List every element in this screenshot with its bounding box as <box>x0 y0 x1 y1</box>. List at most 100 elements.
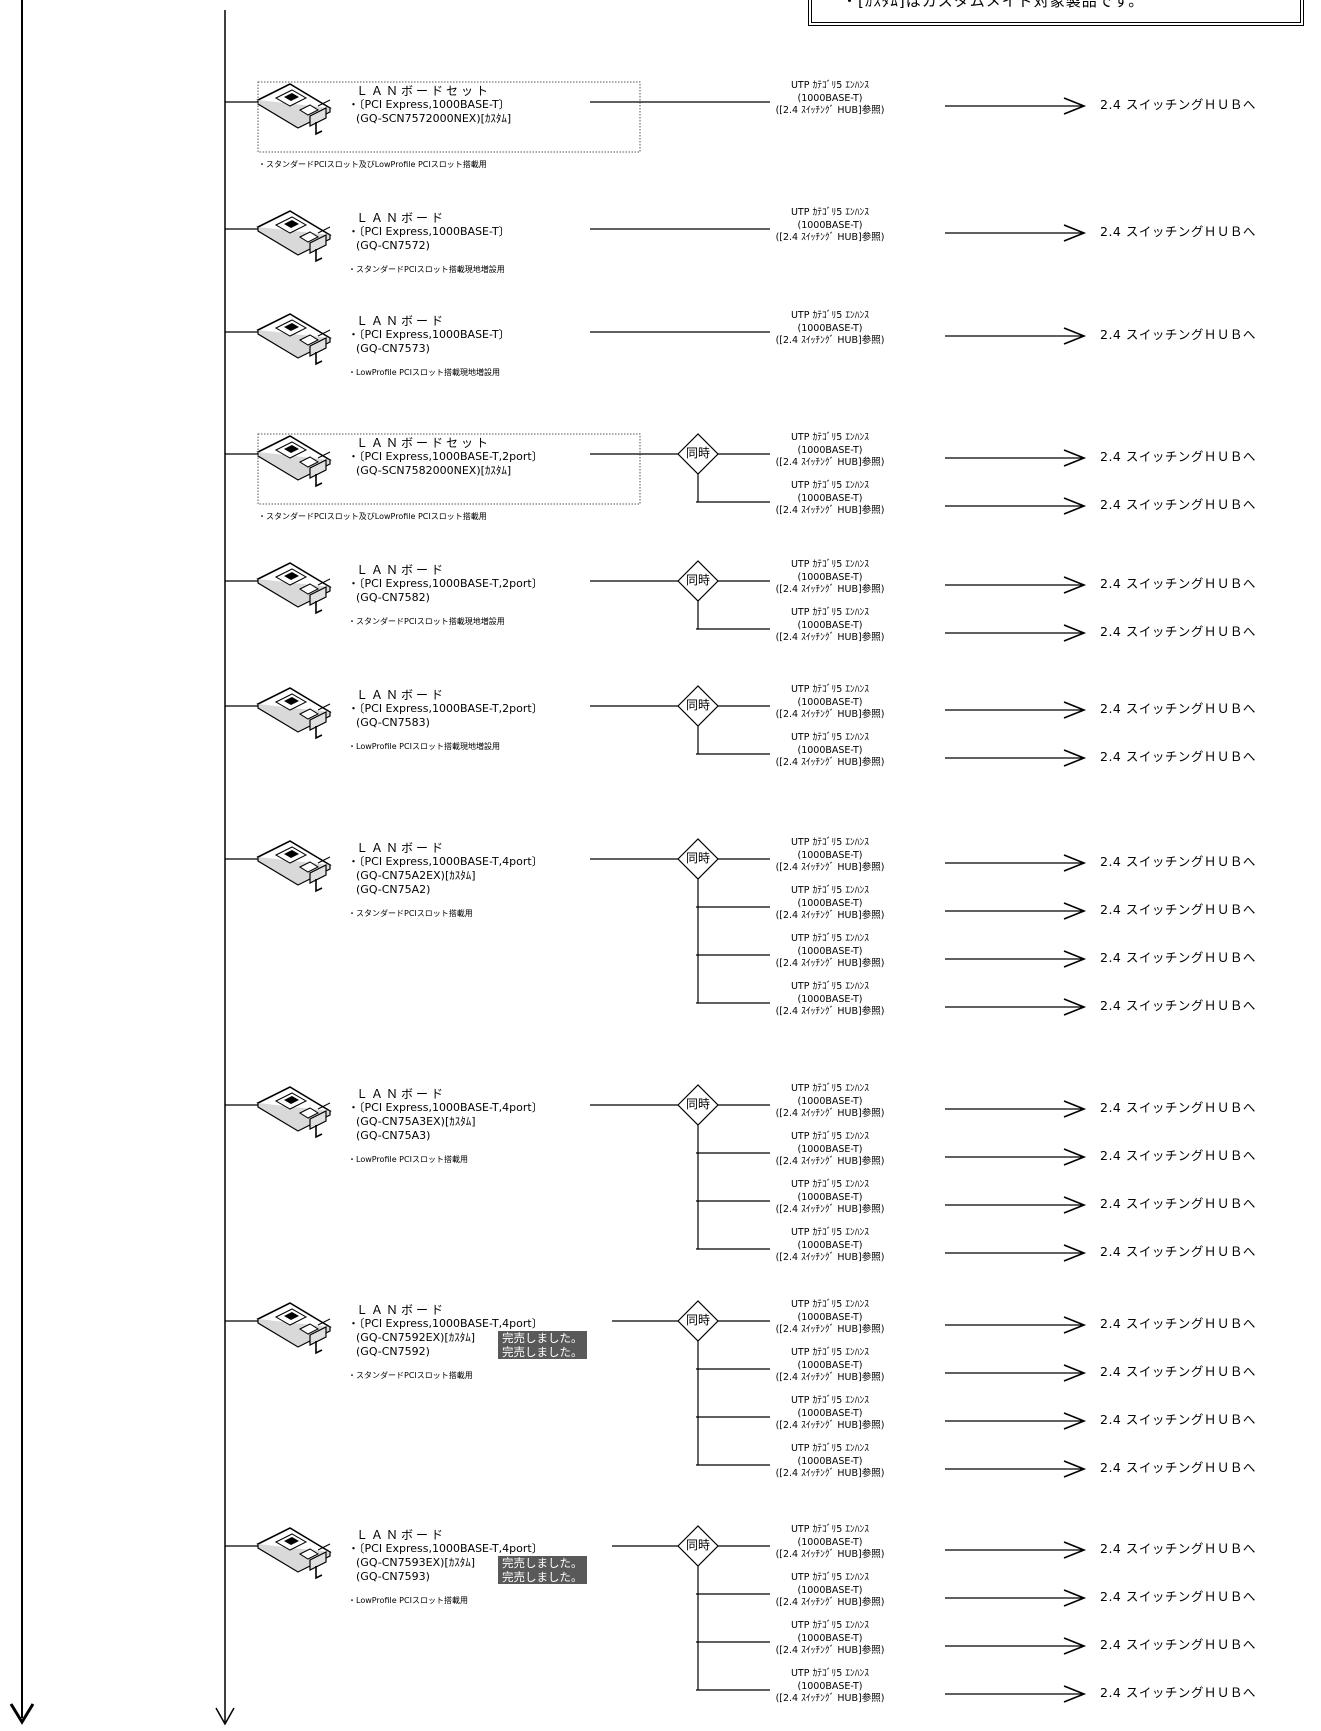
product-model: (GQ-CN7572) <box>356 239 430 252</box>
cable-spec-line2: (1000BASE-T) <box>797 1191 863 1203</box>
product-model: (GQ-CN7592) <box>356 1345 430 1358</box>
cable-spec-line1: UTP ｶﾃｺﾞﾘ5 ｴﾝﾊﾝｽ <box>790 80 870 91</box>
cable-spec-label: UTP ｶﾃｺﾞﾘ5 ｴﾝﾊﾝｽ(1000BASE-T)([2.4 ｽｲｯﾁﾝｸ… <box>750 207 910 245</box>
destination-label: 2.4 スイッチングＨＵＢへ <box>1100 1685 1256 1700</box>
lan-board-icon <box>256 1527 332 1580</box>
destination-label: 2.4 スイッチングＨＵＢへ <box>1100 1460 1256 1475</box>
cable-spec-line1: UTP ｶﾃｺﾞﾘ5 ｴﾝﾊﾝｽ <box>790 981 870 992</box>
cable-spec-line2: (1000BASE-T) <box>797 619 863 631</box>
custom-legend-text: ・[ｶｽﾀﾑ]はカスタムメイド対象製品です。 <box>842 0 1145 10</box>
slot-note: ・スタンダードPCIスロット搭載現地増設用 <box>348 617 505 626</box>
cable-spec-line1: UTP ｶﾃｺﾞﾘ5 ｴﾝﾊﾝｽ <box>790 310 870 321</box>
destination-arrowhead <box>1063 902 1087 920</box>
product-model: (GQ-CN7593) <box>356 1570 430 1583</box>
cable-spec-line2: (1000BASE-T) <box>797 1143 863 1155</box>
cable-spec-line3: ([2.4 ｽｲｯﾁﾝｸﾞ HUB]参照) <box>775 632 885 643</box>
cable-spec-line3: ([2.4 ｽｲｯﾁﾝｸﾞ HUB]参照) <box>775 1645 885 1656</box>
cable-spec-line3: ([2.4 ｽｲｯﾁﾝｸﾞ HUB]参照) <box>775 457 885 468</box>
destination-label: 2.4 スイッチングＨＵＢへ <box>1100 701 1256 716</box>
custom-set-dashed-box <box>257 433 641 505</box>
cable-spec-label: UTP ｶﾃｺﾞﾘ5 ｴﾝﾊﾝｽ(1000BASE-T)([2.4 ｽｲｯﾁﾝｸ… <box>750 1443 910 1481</box>
destination-label: 2.4 スイッチングＨＵＢへ <box>1100 1541 1256 1556</box>
cable-spec-label: UTP ｶﾃｺﾞﾘ5 ｴﾝﾊﾝｽ(1000BASE-T)([2.4 ｽｲｯﾁﾝｸ… <box>750 1524 910 1562</box>
destination-arrowhead <box>1063 1316 1087 1334</box>
cable-spec-line3: ([2.4 ｽｲｯﾁﾝｸﾞ HUB]参照) <box>775 1420 885 1431</box>
product-title: ＬＡＮボード <box>356 314 447 328</box>
product-spec: ・〔PCI Express,1000BASE-T,4port〕 <box>348 855 543 868</box>
cable-spec-line1: UTP ｶﾃｺﾞﾘ5 ｴﾝﾊﾝｽ <box>790 1668 870 1679</box>
cable-spec-line1: UTP ｶﾃｺﾞﾘ5 ｴﾝﾊﾝｽ <box>790 1131 870 1142</box>
cable-spec-line2: (1000BASE-T) <box>797 571 863 583</box>
cable-spec-line3: ([2.4 ｽｲｯﾁﾝｸﾞ HUB]参照) <box>775 910 885 921</box>
cable-spec-line3: ([2.4 ｽｲｯﾁﾝｸﾞ HUB]参照) <box>775 584 885 595</box>
cable-spec-line2: (1000BASE-T) <box>797 1311 863 1323</box>
lan-board-icon <box>256 210 332 263</box>
cable-spec-line3: ([2.4 ｽｲｯﾁﾝｸﾞ HUB]参照) <box>775 1693 885 1704</box>
product-model: (GQ-CN7583) <box>356 716 430 729</box>
cable-spec-label: UTP ｶﾃｺﾞﾘ5 ｴﾝﾊﾝｽ(1000BASE-T)([2.4 ｽｲｯﾁﾝｸ… <box>750 1395 910 1433</box>
cable-spec-line2: (1000BASE-T) <box>797 219 863 231</box>
cable-spec-line3: ([2.4 ｽｲｯﾁﾝｸﾞ HUB]参照) <box>775 1204 885 1215</box>
destination-label: 2.4 スイッチングＨＵＢへ <box>1100 1196 1256 1211</box>
cable-spec-label: UTP ｶﾃｺﾞﾘ5 ｴﾝﾊﾝｽ(1000BASE-T)([2.4 ｽｲｯﾁﾝｸ… <box>750 432 910 470</box>
lan-board-icon <box>256 840 332 893</box>
destination-label: 2.4 スイッチングＨＵＢへ <box>1100 1100 1256 1115</box>
destination-label: 2.4 スイッチングＨＵＢへ <box>1100 1364 1256 1379</box>
cable-spec-line2: (1000BASE-T) <box>797 444 863 456</box>
simultaneous-label: 同時 <box>686 1313 711 1327</box>
slot-note: ・スタンダードPCIスロット搭載用 <box>348 1371 473 1380</box>
main-trunk-arrow-left <box>9 1703 35 1725</box>
product-model: (GQ-CN75A2) <box>356 883 431 896</box>
cable-spec-line2: (1000BASE-T) <box>797 1095 863 1107</box>
cable-spec-line1: UTP ｶﾃｺﾞﾘ5 ｴﾝﾊﾝｽ <box>790 1395 870 1406</box>
destination-label: 2.4 スイッチングＨＵＢへ <box>1100 950 1256 965</box>
lan-board-icon <box>256 435 332 488</box>
simultaneous-label: 同時 <box>686 851 711 865</box>
destination-arrowhead <box>1063 1244 1087 1262</box>
destination-arrowhead <box>1063 1541 1087 1559</box>
destination-label: 2.4 スイッチングＨＵＢへ <box>1100 497 1256 512</box>
cable-spec-line3: ([2.4 ｽｲｯﾁﾝｸﾞ HUB]参照) <box>775 1372 885 1383</box>
cable-spec-line1: UTP ｶﾃｺﾞﾘ5 ｴﾝﾊﾝｽ <box>790 607 870 618</box>
sold-out-badge: 完売しました。 <box>498 1556 587 1570</box>
product-title: ＬＡＮボード <box>356 1303 447 1317</box>
product-spec: ・〔PCI Express,1000BASE-T,2port〕 <box>348 702 543 715</box>
cable-spec-label: UTP ｶﾃｺﾞﾘ5 ｴﾝﾊﾝｽ(1000BASE-T)([2.4 ｽｲｯﾁﾝｸ… <box>750 837 910 875</box>
cable-spec-line2: (1000BASE-T) <box>797 1632 863 1644</box>
destination-arrowhead <box>1063 624 1087 642</box>
lan-board-icon <box>256 1302 332 1355</box>
cable-spec-line1: UTP ｶﾃｺﾞﾘ5 ｴﾝﾊﾝｽ <box>790 837 870 848</box>
product-model: (GQ-CN7593EX)[ｶｽﾀﾑ] <box>356 1556 476 1569</box>
cable-spec-line3: ([2.4 ｽｲｯﾁﾝｸﾞ HUB]参照) <box>775 709 885 720</box>
lan-board-icon <box>256 313 332 366</box>
cable-spec-label: UTP ｶﾃｺﾞﾘ5 ｴﾝﾊﾝｽ(1000BASE-T)([2.4 ｽｲｯﾁﾝｸ… <box>750 1227 910 1265</box>
cable-spec-line3: ([2.4 ｽｲｯﾁﾝｸﾞ HUB]参照) <box>775 232 885 243</box>
lan-board-icon <box>256 687 332 740</box>
product-model: (GQ-SCN7572000NEX)[ｶｽﾀﾑ] <box>356 112 512 125</box>
cable-spec-line2: (1000BASE-T) <box>797 1239 863 1251</box>
product-title: ＬＡＮボード <box>356 211 447 225</box>
lan-board-icon <box>256 83 332 136</box>
custom-set-dashed-box <box>257 81 641 153</box>
destination-label: 2.4 スイッチングＨＵＢへ <box>1100 1244 1256 1259</box>
destination-arrowhead <box>1063 1460 1087 1478</box>
cable-spec-line3: ([2.4 ｽｲｯﾁﾝｸﾞ HUB]参照) <box>775 1468 885 1479</box>
cable-spec-line1: UTP ｶﾃｺﾞﾘ5 ｴﾝﾊﾝｽ <box>790 432 870 443</box>
destination-label: 2.4 スイッチングＨＵＢへ <box>1100 1637 1256 1652</box>
destination-arrowhead <box>1063 97 1087 115</box>
cable-spec-line2: (1000BASE-T) <box>797 744 863 756</box>
destination-label: 2.4 スイッチングＨＵＢへ <box>1100 998 1256 1013</box>
destination-label: 2.4 スイッチングＨＵＢへ <box>1100 449 1256 464</box>
product-title: ＬＡＮボード <box>356 563 447 577</box>
destination-arrowhead <box>1063 224 1087 242</box>
cable-spec-line2: (1000BASE-T) <box>797 1455 863 1467</box>
cable-spec-line3: ([2.4 ｽｲｯﾁﾝｸﾞ HUB]参照) <box>775 958 885 969</box>
cable-spec-label: UTP ｶﾃｺﾞﾘ5 ｴﾝﾊﾝｽ(1000BASE-T)([2.4 ｽｲｯﾁﾝｸ… <box>750 310 910 348</box>
destination-arrowhead <box>1063 1637 1087 1655</box>
simultaneous-label: 同時 <box>686 1538 711 1552</box>
product-spec: ・〔PCI Express,1000BASE-T,4port〕 <box>348 1101 543 1114</box>
slot-note: ・スタンダードPCIスロット及びLowProfile PCIスロット搭載用 <box>258 512 487 521</box>
sold-out-badge: 完売しました。 <box>498 1570 587 1584</box>
cable-spec-label: UTP ｶﾃｺﾞﾘ5 ｴﾝﾊﾝｽ(1000BASE-T)([2.4 ｽｲｯﾁﾝｸ… <box>750 607 910 645</box>
destination-arrowhead <box>1063 497 1087 515</box>
